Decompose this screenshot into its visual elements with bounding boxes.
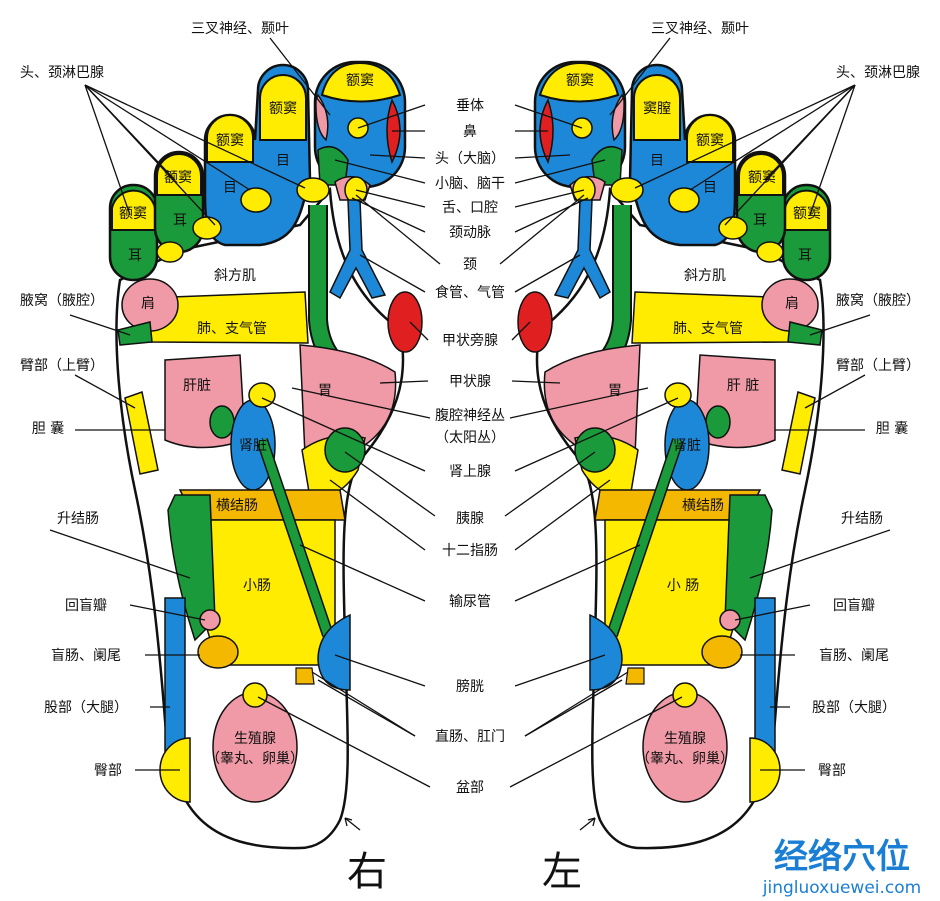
label-pituitary: 垂体 bbox=[456, 98, 484, 114]
zone-label: 生殖腺 bbox=[664, 730, 706, 747]
label-pancreas: 胰腺 bbox=[456, 511, 484, 527]
zone-label: 耳 bbox=[753, 213, 767, 229]
zone-label: 窦膣 bbox=[643, 100, 671, 117]
zone-label: 小肠 bbox=[243, 578, 271, 594]
zone-label: 目 bbox=[223, 180, 237, 196]
zone-label: 肝脏 bbox=[183, 378, 211, 394]
label-lymph: 头、颈淋巴腺 bbox=[836, 65, 920, 81]
label-cerebellum: 小脑、脑干 bbox=[435, 176, 505, 192]
zone-label: 小 肠 bbox=[667, 578, 699, 594]
zone-label: 额窦 bbox=[793, 206, 821, 222]
label-upper-arm: 臂部（上臂） bbox=[20, 358, 104, 374]
label-trigeminal: 三叉神经、颞叶 bbox=[191, 21, 289, 37]
logo-title: 经络穴位 bbox=[774, 837, 910, 877]
zone-label: 肺、支气管 bbox=[197, 321, 267, 337]
zone-label: 横结肠 bbox=[216, 498, 258, 514]
label-lymph: 头、颈淋巴腺 bbox=[20, 65, 104, 81]
label-parathyroid: 甲状旁腺 bbox=[442, 332, 498, 349]
zone-label: 额窦 bbox=[566, 73, 594, 89]
label-upper-arm: 臂部（上臂） bbox=[836, 358, 920, 374]
zone-label: 额窦 bbox=[119, 206, 147, 222]
label-buttock: 臀部 bbox=[94, 763, 122, 779]
zone-label: 肩 bbox=[785, 296, 799, 312]
label-pelvis: 盆部 bbox=[456, 780, 484, 796]
label-neck: 颈 bbox=[463, 257, 477, 273]
logo: 经络穴位 jingluoxuewei.com bbox=[762, 837, 921, 898]
label-tongue: 舌、口腔 bbox=[442, 200, 498, 216]
label-solar-plexus: （太阳丛） bbox=[435, 430, 505, 446]
side-labels-left: 三叉神经、颞叶 头、颈淋巴腺 腋窝（腋腔） 臂部（上臂） 胆 囊 升结肠 回盲瓣… bbox=[20, 21, 289, 779]
zone-label: 肾脏 bbox=[673, 438, 701, 454]
zone-label: 额窦 bbox=[216, 133, 244, 149]
label-thyroid: 甲状腺 bbox=[449, 374, 491, 390]
zone-label: 耳 bbox=[128, 248, 142, 264]
zone-label: 额窦 bbox=[164, 170, 192, 186]
label-gallbladder: 胆 囊 bbox=[876, 420, 908, 437]
left-foot-caption: 左 bbox=[542, 849, 582, 895]
label-appendix: 盲肠、阑尾 bbox=[819, 647, 889, 664]
right-foot-caption: 右 bbox=[347, 849, 387, 895]
label-nose: 鼻 bbox=[463, 123, 477, 140]
zone-label: 胃 bbox=[318, 383, 332, 399]
label-armpit: 腋窝（腋腔） bbox=[836, 292, 920, 309]
zone-label: 额窦 bbox=[269, 101, 297, 117]
zone-label: 横结肠 bbox=[682, 498, 724, 514]
label-thigh: 股部（大腿） bbox=[44, 700, 128, 716]
zone-label: 肺、支气管 bbox=[673, 321, 743, 337]
zones-right-foot: 额窦 额窦 额窦 额窦 额窦 目 目 耳 耳 斜方肌 肩 肺、支气管 肝脏 胃 … bbox=[119, 73, 387, 895]
label-trigeminal: 三叉神经、颞叶 bbox=[651, 21, 749, 37]
zone-label: 目 bbox=[650, 153, 664, 169]
zone-label: 胃 bbox=[608, 383, 622, 399]
zone-label: 额窦 bbox=[346, 73, 374, 89]
center-labels: 垂体 鼻 头（大脑） 小脑、脑干 舌、口腔 颈动脉 颈 食管、气管 甲状旁腺 甲… bbox=[435, 98, 505, 796]
zone-label: 生殖腺 bbox=[234, 730, 276, 747]
label-gallbladder: 胆 囊 bbox=[32, 420, 64, 437]
zone-label: 额窦 bbox=[748, 170, 776, 186]
side-labels-right: 三叉神经、颞叶 头、颈淋巴腺 腋窝（腋腔） 臂部（上臂） 胆 囊 升结肠 回盲瓣… bbox=[651, 21, 920, 779]
zone-label: 额窦 bbox=[696, 133, 724, 149]
label-thigh: 股部（大腿） bbox=[812, 700, 896, 716]
label-armpit: 腋窝（腋腔） bbox=[20, 292, 104, 309]
zones-left-foot: 额窦 窦膣 额窦 额窦 额窦 目 目 耳 耳 斜方肌 肩 肺、支气管 肝 脏 胃… bbox=[542, 73, 821, 895]
zone-label: 斜方肌 bbox=[684, 268, 726, 284]
label-rectum: 直肠、肛门 bbox=[435, 728, 505, 745]
zone-label: （睾丸、卵巢） bbox=[636, 751, 734, 767]
zone-label: 斜方肌 bbox=[214, 268, 256, 284]
label-ileocecal: 回盲瓣 bbox=[833, 597, 875, 614]
logo-url: jingluoxuewei.com bbox=[762, 878, 921, 898]
zone-label: 肾脏 bbox=[239, 438, 267, 454]
label-celiac-plexus: 腹腔神经丛 bbox=[435, 407, 505, 424]
label-brain: 头（大脑） bbox=[435, 151, 505, 167]
label-duodenum: 十二指肠 bbox=[442, 543, 498, 559]
zone-label: 目 bbox=[703, 180, 717, 196]
zone-label: 耳 bbox=[173, 213, 187, 229]
label-ureter: 输尿管 bbox=[449, 594, 491, 610]
label-carotid: 颈动脉 bbox=[449, 225, 491, 241]
zone-label: （睾丸、卵巢） bbox=[206, 751, 304, 767]
label-adrenal: 肾上腺 bbox=[449, 464, 491, 480]
label-colon: 升结肠 bbox=[841, 511, 883, 527]
label-colon: 升结肠 bbox=[57, 511, 99, 527]
zone-label: 肝 脏 bbox=[727, 378, 759, 394]
zone-label: 肩 bbox=[141, 296, 155, 312]
label-buttock: 臀部 bbox=[818, 763, 846, 779]
label-appendix: 盲肠、阑尾 bbox=[51, 647, 121, 664]
zone-label: 目 bbox=[276, 153, 290, 169]
label-ileocecal: 回盲瓣 bbox=[65, 597, 107, 614]
zone-label: 耳 bbox=[798, 248, 812, 264]
label-esophagus: 食管、气管 bbox=[435, 284, 505, 301]
label-bladder: 膀胱 bbox=[456, 678, 484, 695]
